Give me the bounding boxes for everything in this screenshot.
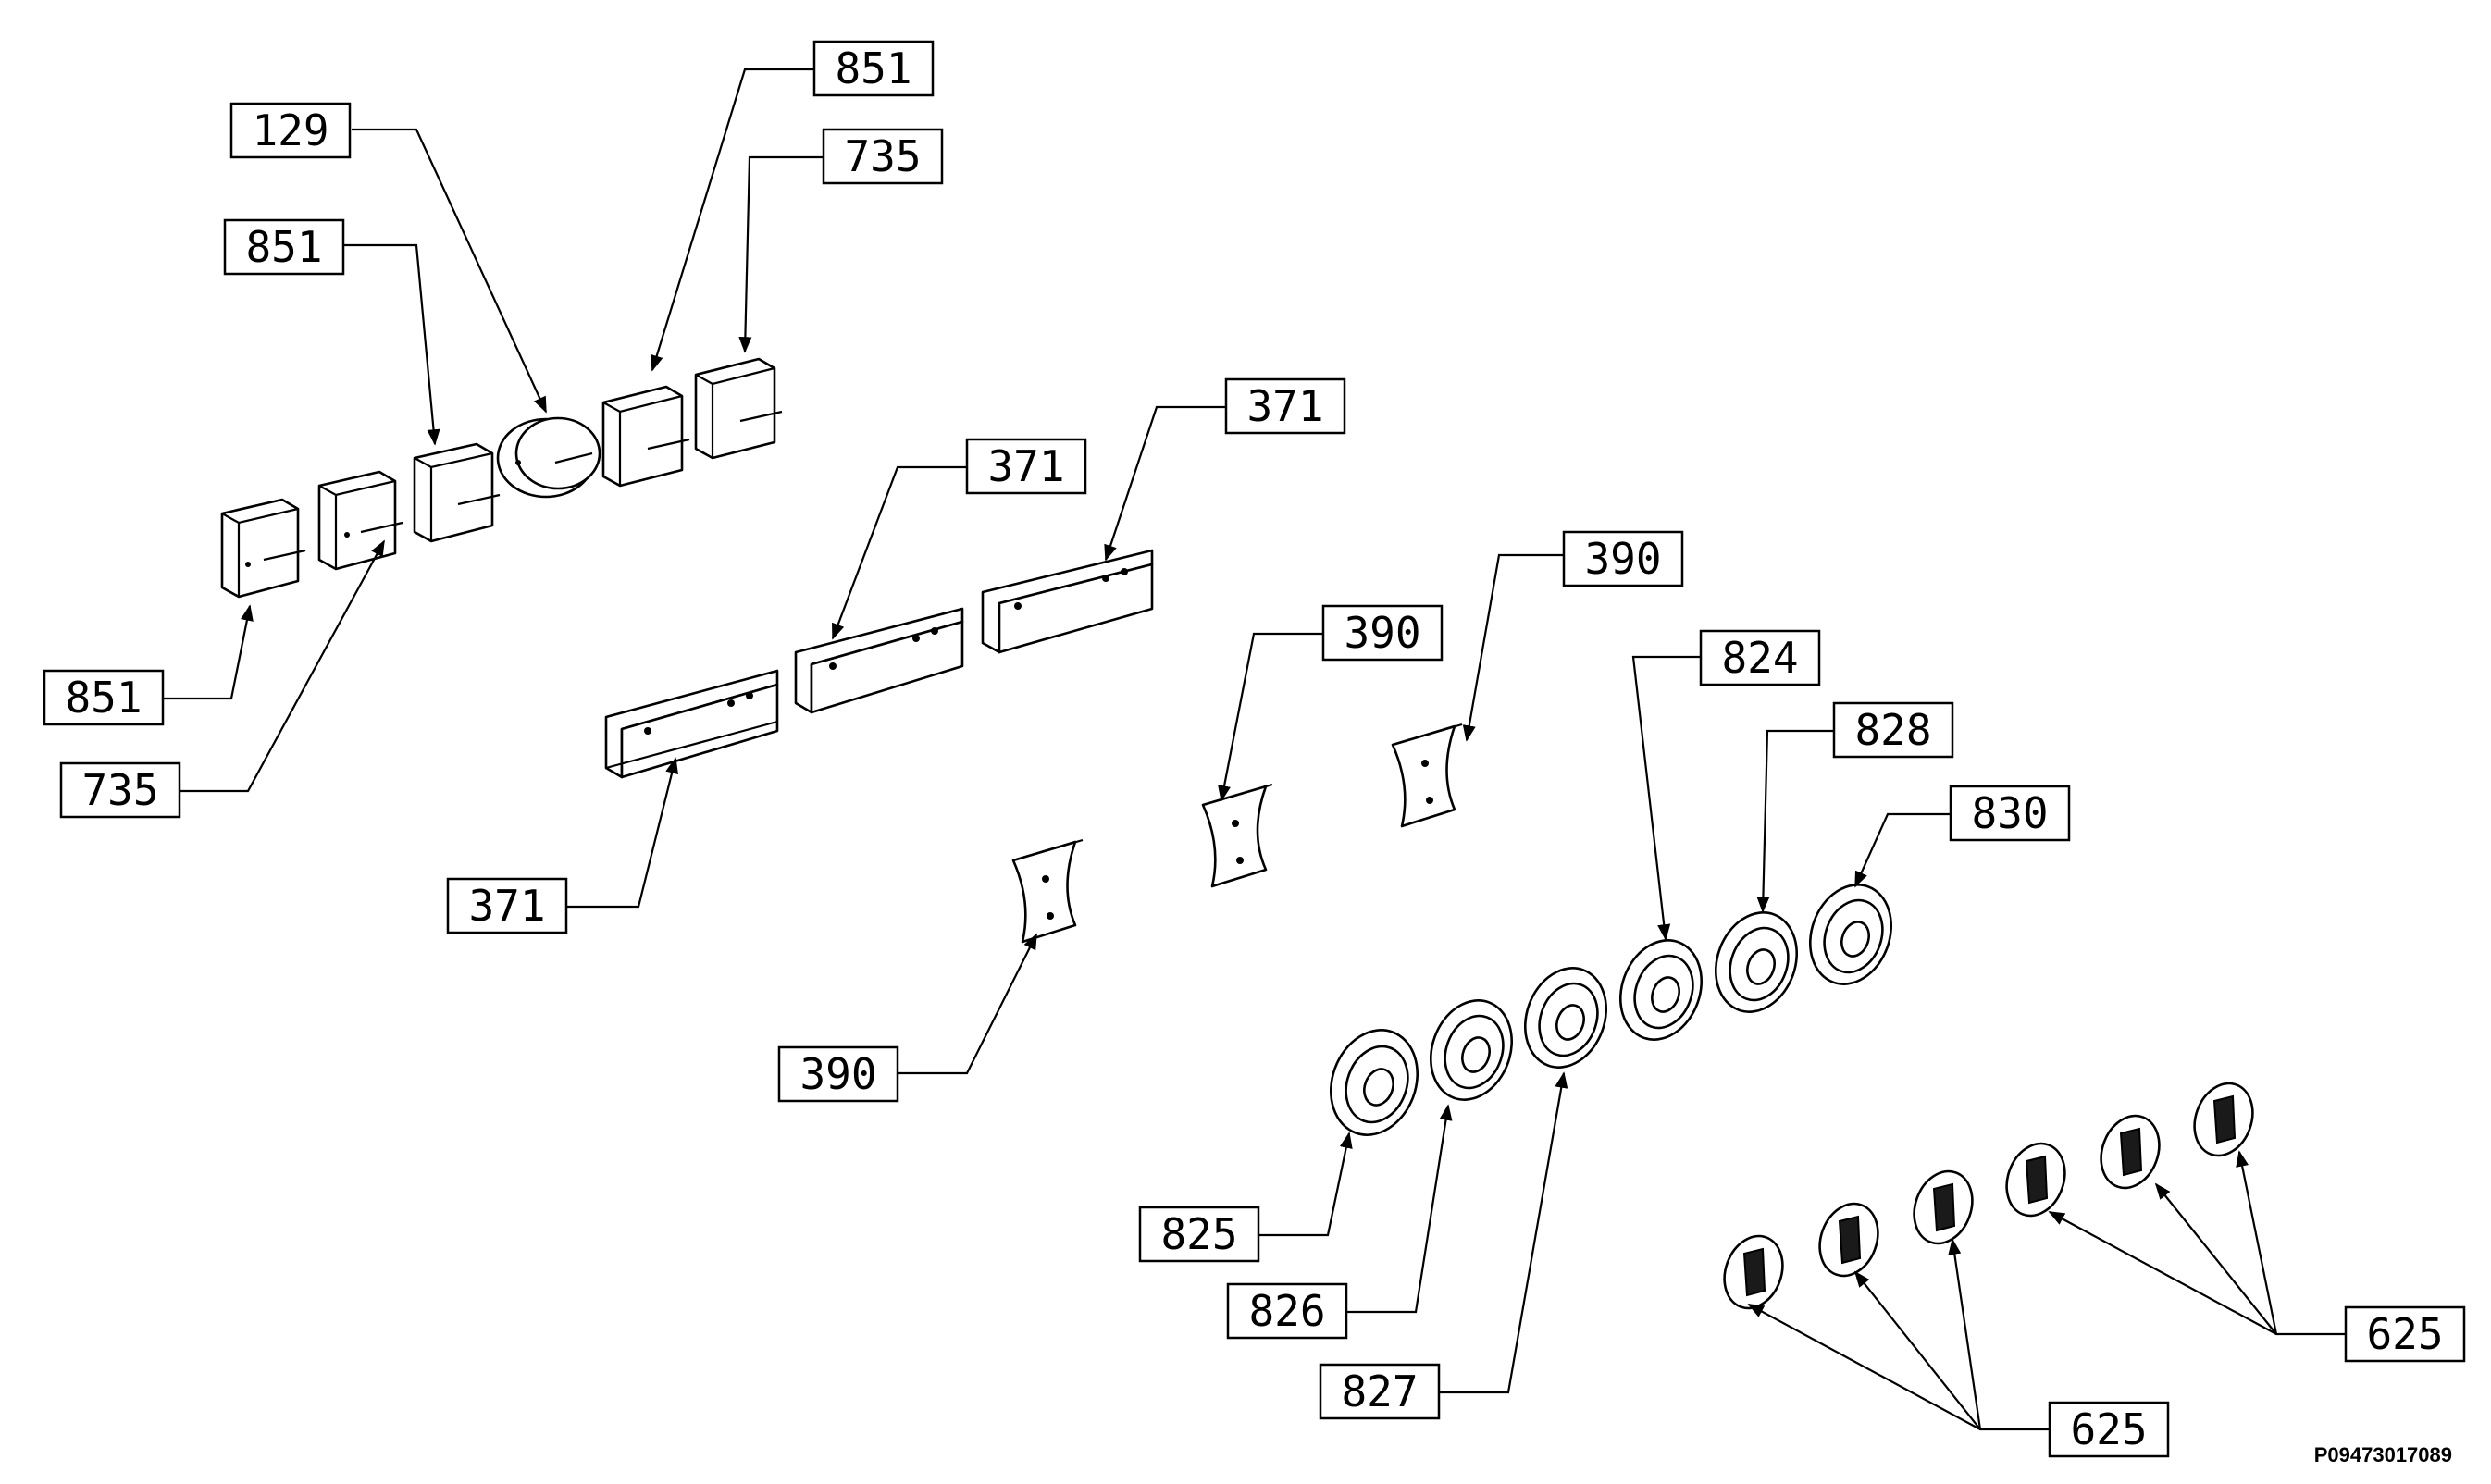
- callout-827: 827: [1319, 1363, 1441, 1420]
- callout-390-a: 390: [1562, 530, 1684, 587]
- switch-851-a: [220, 498, 306, 599]
- bezel-828: [1714, 911, 1799, 1013]
- callout-371-a: 371: [965, 438, 1087, 495]
- svg-text:824: 824: [1721, 633, 1798, 683]
- svg-text:826: 826: [1248, 1286, 1325, 1336]
- bezel-824: [1618, 939, 1704, 1041]
- svg-text:825: 825: [1160, 1209, 1237, 1259]
- svg-text:371: 371: [468, 881, 545, 931]
- rail-371-right: [981, 549, 1154, 654]
- callout-826: 826: [1226, 1282, 1348, 1340]
- bezel-827: [1523, 967, 1608, 1069]
- callout-851-low: 851: [43, 669, 165, 726]
- bezel-825: [1329, 1029, 1419, 1136]
- callout-735-low: 735: [59, 761, 181, 819]
- svg-text:390: 390: [1584, 534, 1661, 584]
- bezel-826: [1429, 999, 1514, 1101]
- knob-625-1: [1723, 1234, 1784, 1310]
- callout-625-bottom: 625: [2048, 1401, 2170, 1458]
- svg-text:625: 625: [2366, 1309, 2443, 1359]
- svg-text:390: 390: [1344, 608, 1420, 658]
- bracket-390-b: [1201, 783, 1273, 888]
- svg-text:828: 828: [1854, 705, 1931, 755]
- knob-625-2: [1818, 1202, 1879, 1278]
- document-id: P09473017089: [2314, 1443, 2452, 1466]
- callout-390-c: 390: [777, 1045, 899, 1103]
- bracket-390-c: [1391, 723, 1463, 828]
- leader-lines: [162, 68, 2346, 1431]
- callout-371-b: 371: [1224, 377, 1346, 435]
- knob-625-4: [2005, 1142, 2066, 1218]
- svg-text:371: 371: [987, 441, 1064, 491]
- svg-text:830: 830: [1971, 788, 2048, 838]
- callout-390-b: 390: [1321, 604, 1444, 662]
- thermostat-129: [496, 416, 601, 499]
- switch-735-b: [694, 357, 783, 460]
- callout-825: 825: [1138, 1206, 1260, 1263]
- svg-text:371: 371: [1246, 381, 1323, 431]
- svg-text:851: 851: [65, 673, 142, 723]
- bezel-830: [1808, 884, 1893, 985]
- svg-text:625: 625: [2070, 1404, 2147, 1454]
- svg-text:851: 851: [245, 222, 322, 272]
- callout-371-c: 371: [446, 877, 568, 934]
- svg-text:827: 827: [1341, 1367, 1418, 1416]
- callout-735-top: 735: [822, 128, 944, 185]
- callout-851-top: 851: [812, 40, 935, 97]
- callout-830: 830: [1949, 785, 2071, 842]
- svg-text:735: 735: [81, 765, 158, 815]
- rail-371-left: [604, 669, 779, 779]
- svg-text:129: 129: [252, 105, 328, 155]
- svg-text:390: 390: [799, 1049, 876, 1099]
- callout-828: 828: [1832, 701, 1954, 759]
- switch-851-b: [413, 442, 501, 543]
- switch-735-a: [317, 470, 403, 571]
- callout-625-right: 625: [2344, 1305, 2466, 1363]
- callout-824: 824: [1699, 629, 1821, 686]
- rail-371-middle: [794, 607, 964, 714]
- knob-625-3: [1913, 1169, 1974, 1245]
- bracket-390-a: [1011, 838, 1084, 944]
- callout-851-mid: 851: [223, 218, 345, 276]
- callout-129: 129: [229, 102, 352, 159]
- knob-625-6: [2193, 1082, 2254, 1157]
- switch-851-c: [601, 385, 690, 488]
- knob-625-5: [2100, 1114, 2161, 1190]
- svg-text:735: 735: [844, 131, 921, 181]
- svg-text:851: 851: [835, 43, 911, 93]
